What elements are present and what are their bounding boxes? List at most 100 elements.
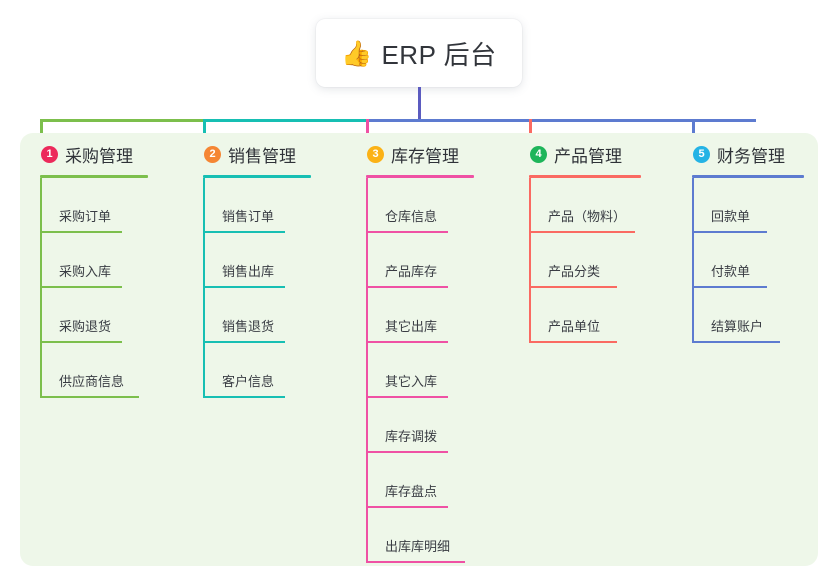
branch-item[interactable]: 库存盘点 xyxy=(346,453,506,508)
branch-item-label: 采购订单 xyxy=(59,209,112,224)
branch-item-rule xyxy=(203,231,285,233)
branch-item-rule xyxy=(40,341,122,343)
branch-header-rule xyxy=(529,175,641,178)
branch-spine-line xyxy=(203,178,205,398)
branch-item-rule xyxy=(692,286,767,288)
branch-item[interactable]: 仓库信息 xyxy=(346,178,506,233)
bus-segment-2 xyxy=(203,119,366,122)
branch-item-list: 销售订单销售出库销售退货客户信息 xyxy=(183,178,343,398)
branch-item-label: 采购入库 xyxy=(59,264,112,279)
branch-item-label: 仓库信息 xyxy=(385,209,438,224)
branch-item-rule xyxy=(366,561,465,563)
branch-item[interactable]: 产品（物料） xyxy=(509,178,669,233)
branch-item-label: 付款单 xyxy=(711,264,751,279)
branch-item[interactable]: 其它入库 xyxy=(346,343,506,398)
branch-item-rule xyxy=(529,231,635,233)
branch-item-rule xyxy=(366,231,448,233)
branch-item-rule xyxy=(366,451,448,453)
branch-item-label: 结算账户 xyxy=(711,319,764,334)
branch-item-rule xyxy=(40,396,139,398)
branch-item-rule xyxy=(40,231,122,233)
branch-item-rule xyxy=(203,286,285,288)
branch-item-label: 回款单 xyxy=(711,209,751,224)
root-stem-line xyxy=(418,87,421,121)
branch-column-销售管理: 2 销售管理销售订单销售出库销售退货客户信息 xyxy=(183,141,343,398)
branch-title: 库存管理 xyxy=(391,146,459,166)
branch-item-label: 产品分类 xyxy=(548,264,601,279)
branch-header-rule xyxy=(203,175,311,178)
branch-item-rule xyxy=(366,286,448,288)
branch-item-label: 产品单位 xyxy=(548,319,601,334)
branch-title: 销售管理 xyxy=(228,146,296,166)
branch-item[interactable]: 客户信息 xyxy=(183,343,343,398)
branch-item-list: 仓库信息产品库存其它出库其它入库库存调拨库存盘点出库库明细 xyxy=(346,178,506,563)
root-node-card[interactable]: 👍 ERP 后台 xyxy=(316,19,522,87)
branch-header-rule xyxy=(40,175,148,178)
branch-item-rule xyxy=(692,231,767,233)
branch-number-badge: 3 xyxy=(367,145,384,163)
branch-item-label: 出库库明细 xyxy=(385,539,451,554)
branch-item-label: 其它出库 xyxy=(385,319,438,334)
branch-item[interactable]: 回款单 xyxy=(672,178,832,233)
bus-segment-4 xyxy=(419,119,756,122)
branch-item[interactable]: 出库库明细 xyxy=(346,508,506,563)
branch-header-5[interactable]: 5 财务管理 xyxy=(672,141,832,167)
branch-number-badge: 2 xyxy=(204,145,221,163)
branch-item[interactable]: 采购入库 xyxy=(20,233,180,288)
branch-item-label: 产品库存 xyxy=(385,264,438,279)
branch-item-rule xyxy=(529,341,617,343)
branch-column-库存管理: 3 库存管理仓库信息产品库存其它出库其它入库库存调拨库存盘点出库库明细 xyxy=(346,141,506,563)
branch-header-2[interactable]: 2 销售管理 xyxy=(183,141,343,167)
branches-panel xyxy=(20,133,818,566)
branch-item-list: 回款单付款单结算账户 xyxy=(672,178,832,343)
branch-header-4[interactable]: 4 产品管理 xyxy=(509,141,669,167)
branch-title: 产品管理 xyxy=(554,146,622,166)
branch-title: 财务管理 xyxy=(717,146,785,166)
bus-segment-3 xyxy=(366,119,419,122)
branch-column-产品管理: 4 产品管理产品（物料） 产品分类产品单位 xyxy=(509,141,669,343)
branch-item-label: 采购退货 xyxy=(59,319,112,334)
branch-item-label: 其它入库 xyxy=(385,374,438,389)
branch-spine-line xyxy=(692,178,694,343)
bus-segment-1 xyxy=(40,119,203,122)
branch-item[interactable]: 其它出库 xyxy=(346,288,506,343)
branch-item[interactable]: 销售出库 xyxy=(183,233,343,288)
branch-number-badge: 1 xyxy=(41,145,58,163)
thumbs-up-icon: 👍 xyxy=(341,39,373,68)
branch-item-rule xyxy=(366,396,448,398)
branch-item-label: 库存盘点 xyxy=(385,484,438,499)
branch-item[interactable]: 产品分类 xyxy=(509,233,669,288)
branch-item-label: 销售出库 xyxy=(222,264,275,279)
branch-number-badge: 5 xyxy=(693,145,710,163)
branch-item-label: 供应商信息 xyxy=(59,374,125,389)
branch-item[interactable]: 采购订单 xyxy=(20,178,180,233)
root-node-title: ERP 后台 xyxy=(381,39,497,70)
branch-column-财务管理: 5 财务管理回款单付款单结算账户 xyxy=(672,141,832,343)
branch-number-badge: 4 xyxy=(530,145,547,163)
root-node-content: 👍 ERP 后台 xyxy=(341,35,496,72)
branch-item-rule xyxy=(203,396,285,398)
branch-item-list: 采购订单采购入库采购退货供应商信息 xyxy=(20,178,180,398)
branch-item-rule xyxy=(366,506,448,508)
branch-header-3[interactable]: 3 库存管理 xyxy=(346,141,506,167)
branch-item[interactable]: 付款单 xyxy=(672,233,832,288)
branch-item[interactable]: 库存调拨 xyxy=(346,398,506,453)
branch-item-rule xyxy=(366,341,448,343)
branch-item[interactable]: 供应商信息 xyxy=(20,343,180,398)
branch-item[interactable]: 产品单位 xyxy=(509,288,669,343)
branch-item-label: 销售订单 xyxy=(222,209,275,224)
branch-spine-line xyxy=(40,178,42,398)
branch-item[interactable]: 销售退货 xyxy=(183,288,343,343)
branch-item-rule xyxy=(529,286,617,288)
branch-header-rule xyxy=(366,175,474,178)
branch-item-label: 销售退货 xyxy=(222,319,275,334)
branch-item[interactable]: 产品库存 xyxy=(346,233,506,288)
branch-item-rule xyxy=(203,341,285,343)
branch-item[interactable]: 结算账户 xyxy=(672,288,832,343)
branch-item[interactable]: 采购退货 xyxy=(20,288,180,343)
branch-item[interactable]: 销售订单 xyxy=(183,178,343,233)
branch-spine-line xyxy=(529,178,531,343)
